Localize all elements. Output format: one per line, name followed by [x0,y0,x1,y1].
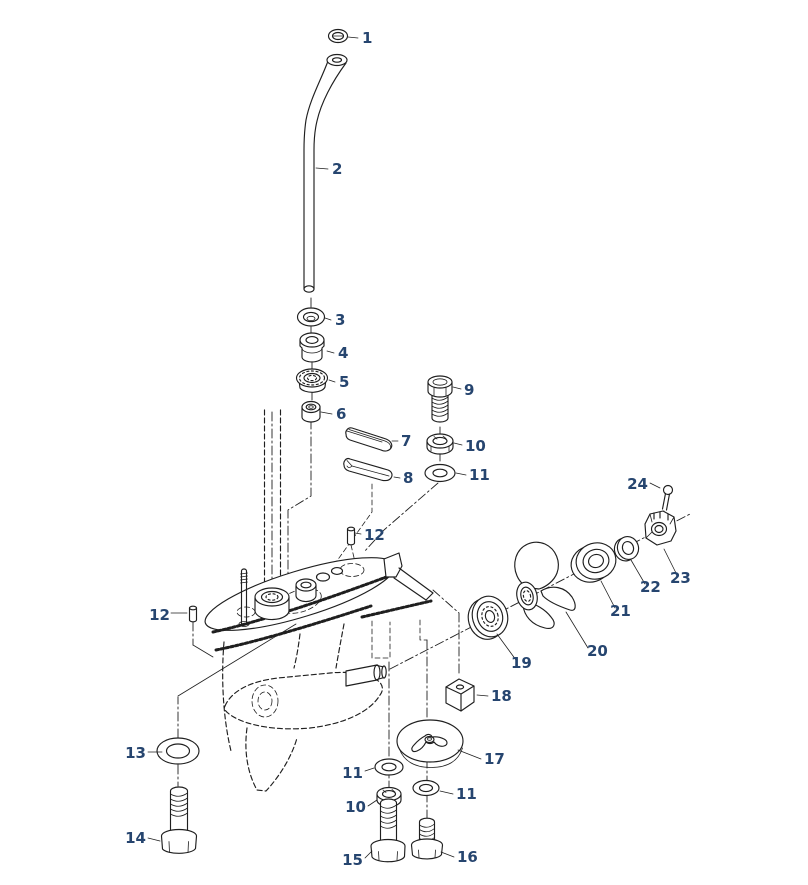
callout-10-upper: 10 [465,437,486,455]
part-8-retainer-plate [343,457,393,482]
part-23-castle-nut [644,510,677,546]
callout-22: 22 [640,578,661,596]
callout-20: 20 [587,642,608,660]
callout-labels: 1 2 3 4 5 6 7 8 9 10 11 12 12 13 14 11 1… [125,29,691,869]
callout-3: 3 [335,311,345,329]
part-11-washer-bottom-right [412,779,440,797]
callout-15: 15 [342,851,363,869]
part-1-shift-rod-nut [327,28,349,44]
callout-13: 13 [125,744,146,762]
callout-21: 21 [610,602,631,620]
part-10-locknut-upper [426,433,454,455]
callout-24: 24 [627,475,648,493]
callout-2: 2 [332,160,342,178]
part-20-propeller [514,541,576,629]
part-17-trim-tab-plate [396,719,464,768]
part-7-key-bar [345,427,393,452]
part-18-spacer-block [445,678,475,712]
part-14-bolt [160,786,198,854]
callout-6: 6 [336,405,346,423]
callout-19: 19 [511,654,532,672]
part-11-washer-bottom-left [374,758,404,776]
callout-1: 1 [362,29,372,47]
part-15-bolt [370,798,406,863]
callout-5: 5 [339,373,349,391]
callout-23: 23 [670,569,691,587]
part-5-cam-gear [295,368,329,393]
housing-stud [238,568,250,627]
callout-12-top: 12 [364,526,385,544]
callout-11-bottom-left: 11 [342,764,363,782]
callout-8: 8 [403,469,413,487]
callout-7: 7 [401,432,411,450]
part-11-washer-upper [424,463,456,483]
part-9-bolt [427,375,453,423]
gearcase-housing [204,552,434,792]
callout-11-bottom-right: 11 [456,785,477,803]
callout-11-upper: 11 [469,466,490,484]
callout-10-bottom: 10 [345,798,366,816]
callout-18: 18 [491,687,512,705]
part-4-bushing [299,332,325,363]
callout-9: 9 [464,381,474,399]
callout-17: 17 [484,750,505,768]
part-16-bolt [410,817,444,860]
callout-leader-lines [147,36,678,859]
part-21-spacer-washer [570,542,617,583]
part-12-dowel-pin-top [346,526,356,546]
part-3-seal-washer [296,307,326,327]
callout-16: 16 [457,848,478,866]
part-2-shift-rod [303,53,348,293]
part-22-washer-small [613,535,640,562]
part-6-spacer-bushing [301,400,321,423]
part-12-dowel-pin-left [188,605,198,623]
callout-12-left: 12 [149,606,170,624]
callout-4: 4 [338,344,348,362]
part-13-washer [156,737,200,765]
part-19-thrust-hub [467,595,509,640]
callout-14: 14 [125,829,146,847]
prop-shaft [345,664,387,687]
part-24-cotter-pin [661,484,674,511]
